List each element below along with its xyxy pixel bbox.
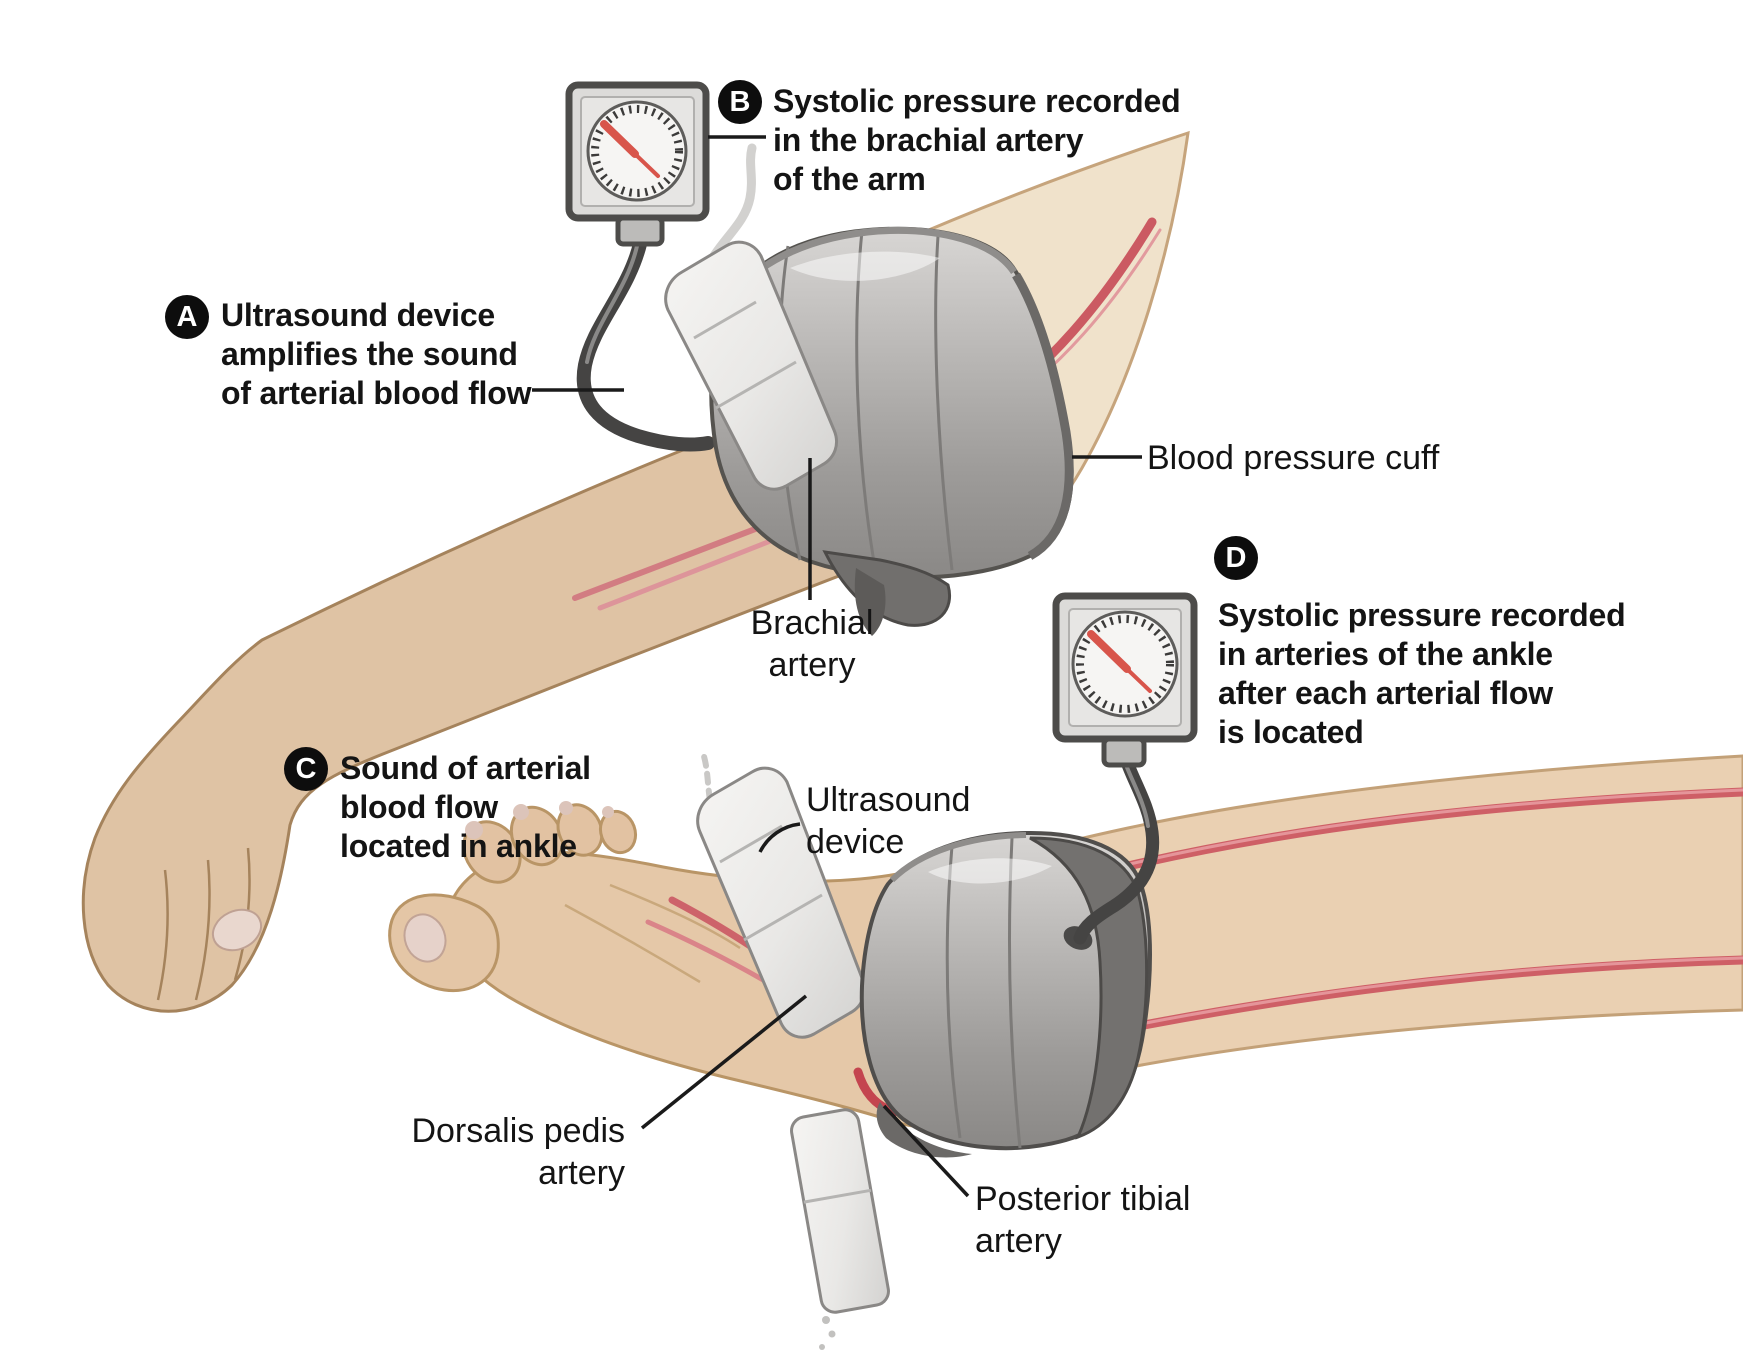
ultrasound-probe-arm [664,240,838,491]
annotation-c-text: Sound of arterial blood flow located in … [340,750,591,864]
gauge-b-stem [615,215,665,247]
big-toe-nail [403,913,447,963]
gauge-b-ticks [591,105,683,197]
annotation-d-text: Systolic pressure recorded in arteries o… [1218,597,1626,750]
arm-cuff-highlight [790,251,940,281]
gauge-d [1052,592,1198,768]
probe-a-seam-upper [693,300,757,340]
ankle-cuff-top-rim [889,832,1027,883]
probe-ankle-seam-lower [743,893,823,942]
ultrasound-probe-bottom [790,1108,890,1314]
thumbnail [211,908,263,952]
label-ultrasound-device: Ultrasound device [806,781,971,861]
ankle-cuff [859,830,1152,1158]
gauge-b-needle [600,120,639,158]
leg-artery-lower-highlight [1109,956,1743,1032]
label-dorsalis-pedis-artery: Dorsalis pedis artery [411,1112,625,1192]
gauge-d-needle-tip [1125,667,1152,693]
leader-dorsalis-pedis [640,994,808,1130]
ankle-scene [388,592,1743,1350]
probe-bottom-cable-dot-3 [819,1344,825,1350]
foot-crease-1 [609,883,741,950]
gauge-b-needle-tip [633,152,660,178]
annotation-a-text: Ultrasound device amplifies the sound of… [221,297,532,411]
probe-bottom-seam [803,1188,872,1204]
probe-posterior-tibial [790,1108,890,1314]
toe-5-nail [602,806,614,818]
toe-2-nail [465,821,483,839]
toe-3-nail [513,804,529,820]
ankle-cuff-bottom-flap [876,1102,972,1158]
annotation-b-badge: B [718,80,762,124]
annotation-c-badge: C [284,747,328,791]
ankle-cuff-fold-1 [945,845,962,1139]
arm-scene [81,81,1190,1013]
annotation-d-badge: D [1214,536,1258,580]
leg-artery-upper [1123,787,1743,871]
arm-cuff-fold-3 [934,235,954,571]
toe-5 [598,809,638,855]
gauge-b-tube-highlight [585,244,639,364]
annotation-b-text: Systolic pressure recorded in the brachi… [773,83,1181,197]
label-blood-pressure-cuff: Blood pressure cuff [1147,439,1440,477]
probe-bottom-cable-dot-2 [828,1330,836,1338]
probe-bottom-cable-dot-1 [822,1316,830,1324]
probe-a-seam-lower [715,360,797,410]
ankle-cuff-highlight [928,858,1052,884]
label-posterior-tibial-artery: Posterior tibial artery [975,1180,1191,1260]
leg-artery-lower [1103,955,1743,1037]
gauge-d-stem [1101,736,1147,768]
finger-crease-3 [156,869,169,1001]
leg-artery-upper-highlight [1129,788,1743,866]
foot-crease-2 [564,903,701,984]
probe-ankle-seam-upper [719,824,783,864]
finger-crease-2 [194,859,211,1001]
leader-ultrasound-device [758,822,801,853]
annotation-a-badge: A [165,295,209,339]
leader-posterior-tibial [882,1104,970,1198]
gauge-b [565,81,710,247]
arm-cuff-flap-tail [854,568,886,636]
gauge-d-ticks [1076,615,1174,713]
gauge-d-needle [1087,630,1131,673]
toe-4-nail [559,801,573,815]
label-brachial-artery: Brachial artery [750,604,874,684]
leader-lines [532,135,1142,1198]
arm-cuff-right-shadow [1012,272,1074,560]
